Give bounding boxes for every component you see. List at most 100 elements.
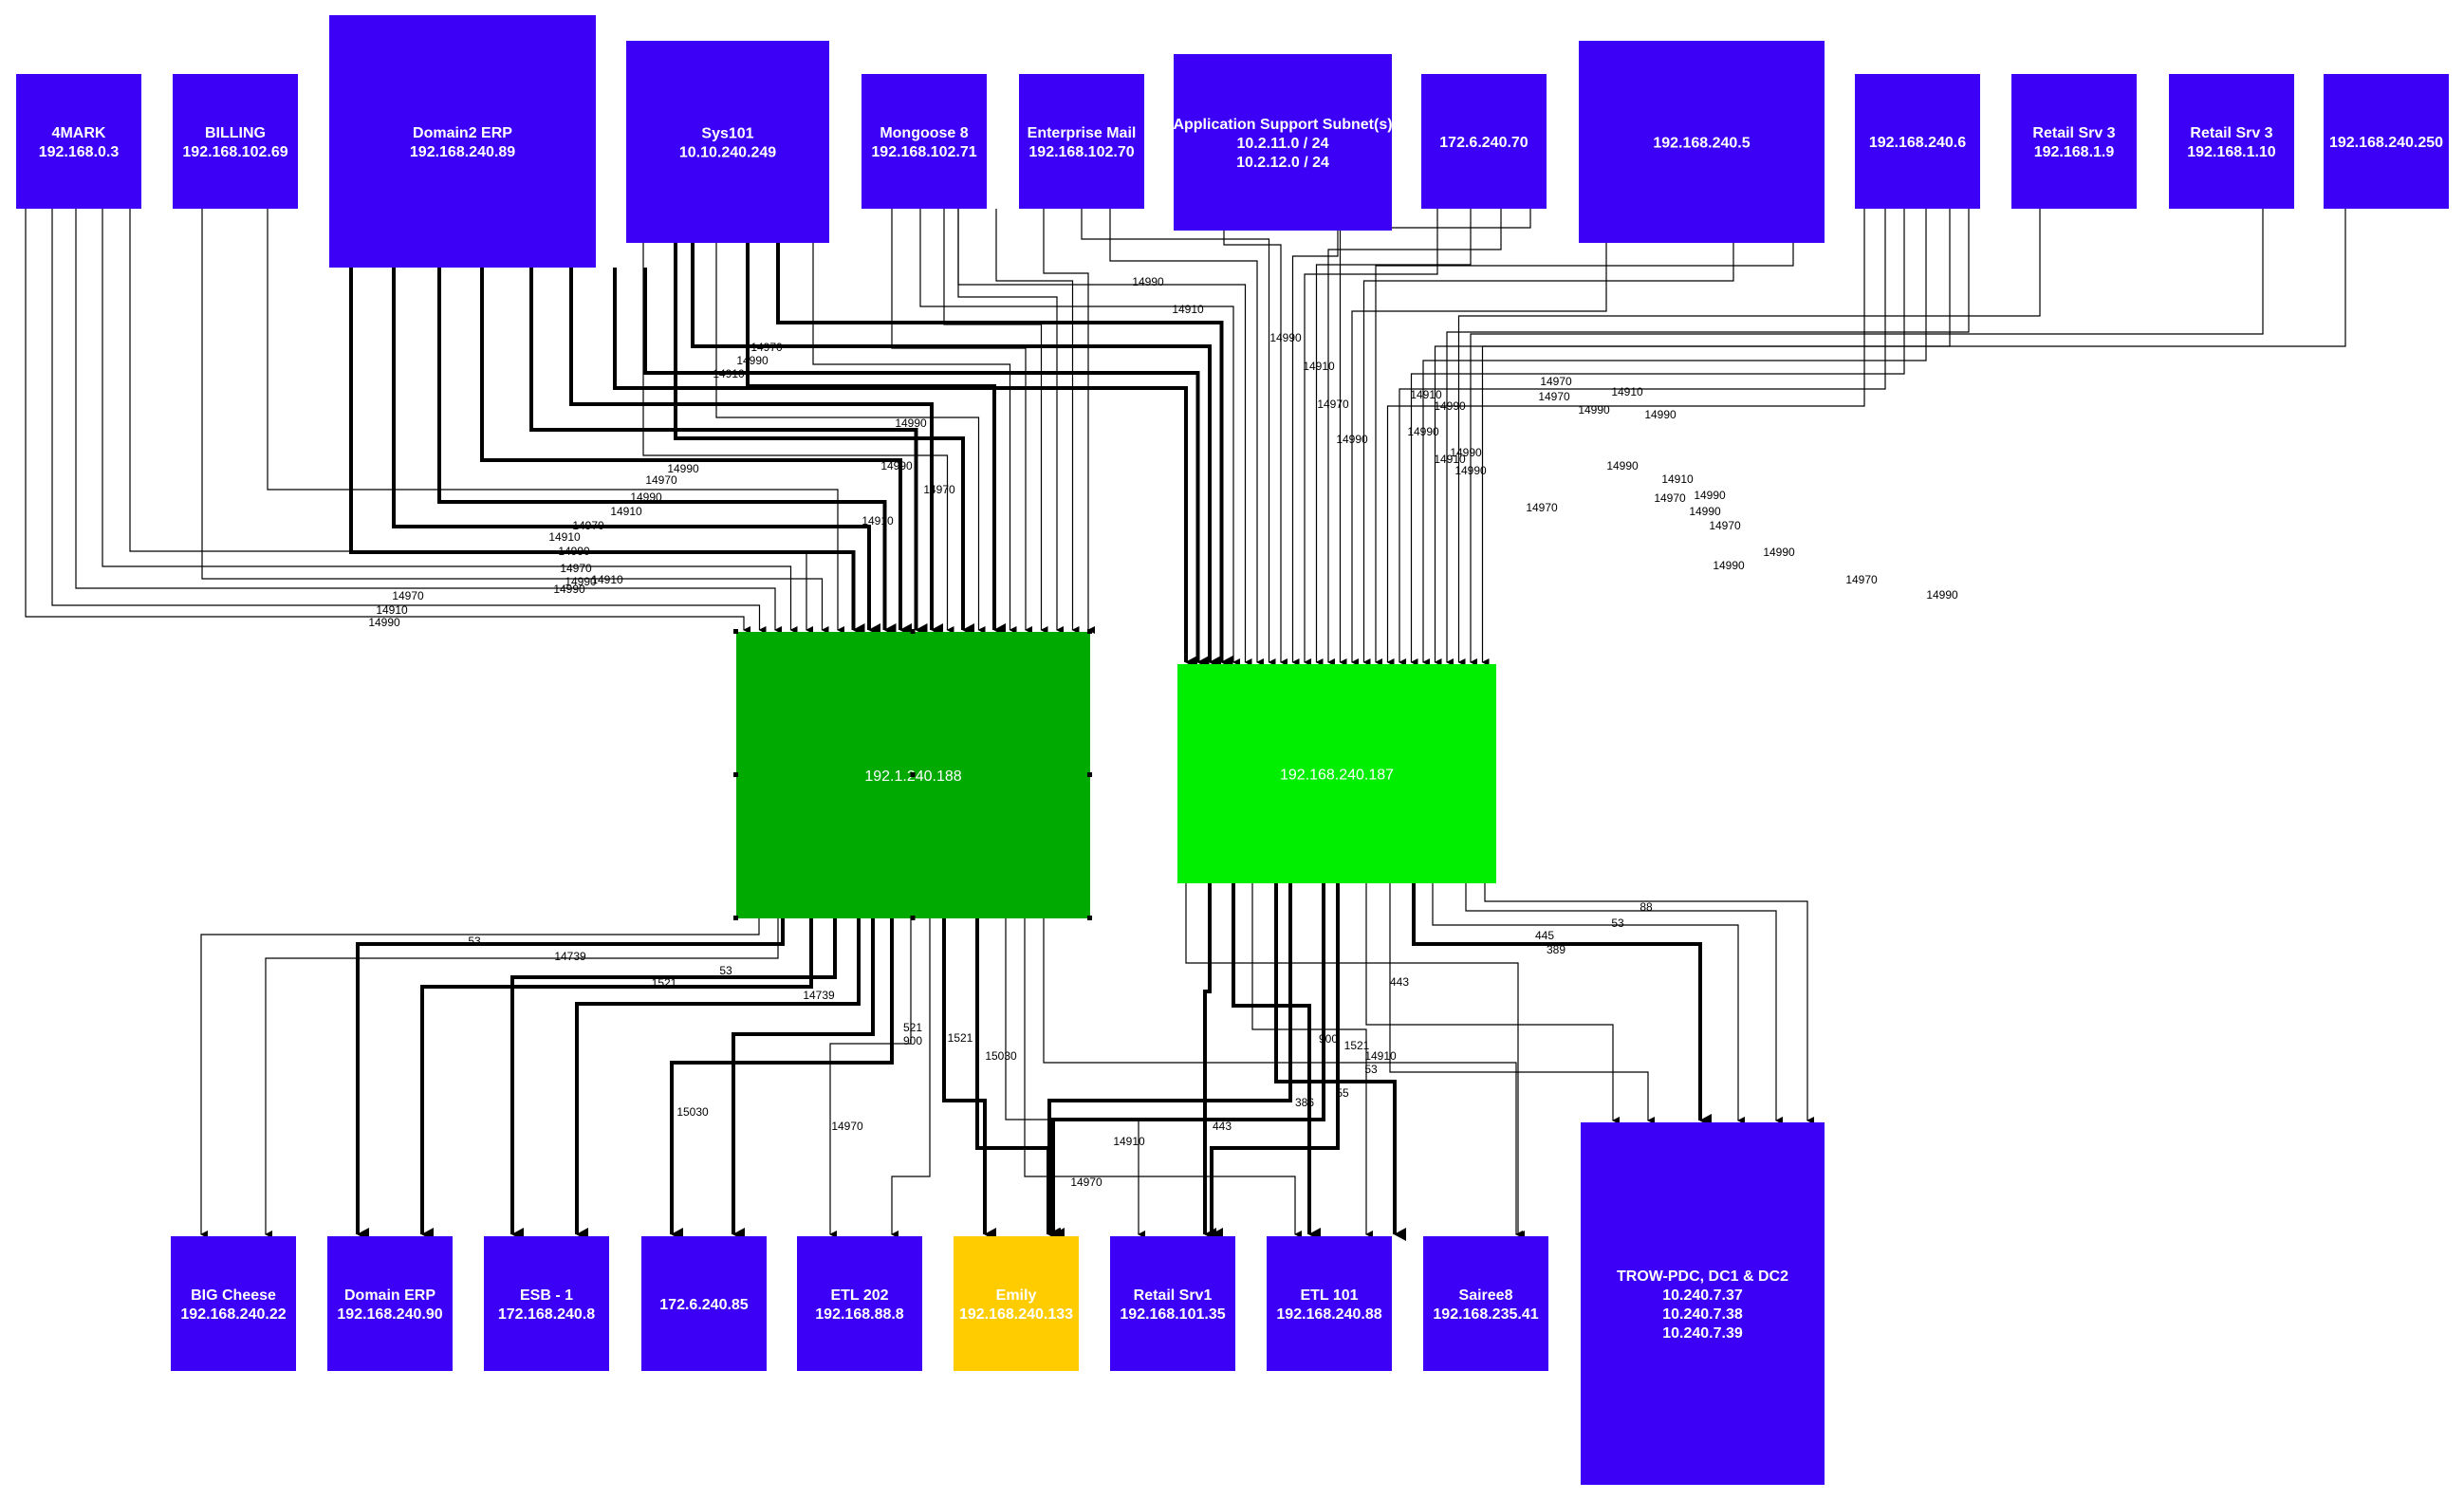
port-label: 14990 <box>1454 464 1487 477</box>
node-label: 192.168.1.9 <box>2034 144 2115 160</box>
selection-handle[interactable] <box>910 772 916 777</box>
source-node-n192-168-240-250[interactable]: 192.168.240.250 <box>2324 74 2449 209</box>
source-node-n172-6-240-70[interactable]: 172.6.240.70 <box>1421 74 1547 209</box>
node-label: 172.6.240.70 <box>1439 135 1528 151</box>
port-label: 1521 <box>948 1031 973 1045</box>
port-label: 386 <box>1295 1096 1314 1109</box>
port-label: 1521 <box>652 976 677 990</box>
connection-line <box>1484 883 1814 1124</box>
port-label: 14910 <box>861 514 894 528</box>
port-label: 14910 <box>548 530 581 544</box>
node-label: Domain ERP <box>344 1287 435 1304</box>
node-label: Application Support Subnet(s) <box>1173 117 1392 133</box>
connection-line <box>1081 209 1276 666</box>
selection-handle[interactable] <box>733 916 738 920</box>
connection-line <box>613 268 1197 669</box>
port-label: 14910 <box>1434 453 1466 466</box>
node-label: Retail Srv1 <box>1134 1287 1213 1304</box>
hub-right[interactable]: 192.168.240.187 <box>1177 664 1496 883</box>
connection-line <box>102 209 798 634</box>
selection-handle[interactable] <box>1087 916 1092 920</box>
connection-line <box>1232 883 1321 1241</box>
port-label: 14990 <box>1689 505 1721 518</box>
source-node-app-support[interactable]: Application Support Subnet(s) 10.2.11.0 /… <box>1173 54 1393 231</box>
port-label: 14970 <box>572 519 604 532</box>
connection-line <box>25 209 750 634</box>
port-label: 1521 <box>1344 1039 1370 1052</box>
port-label: 14990 <box>667 462 699 475</box>
port-label: 88 <box>1640 900 1653 914</box>
node-label: 10.2.11.0 / 24 <box>1237 136 1329 152</box>
connection-line <box>510 918 837 1241</box>
target-node-trow-pdc[interactable]: TROW-PDC, DC1 & DC210.240.7.3710.240.7.3… <box>1581 1122 1825 1485</box>
selection-handle[interactable] <box>910 916 916 920</box>
connection-line <box>1399 209 1886 666</box>
node-label: 192.168.102.71 <box>871 144 976 160</box>
connection-line <box>1274 883 1406 1241</box>
port-label: 55 <box>1336 1086 1349 1100</box>
target-node-etl-101[interactable]: ETL 101 192.168.240.88 <box>1267 1236 1392 1371</box>
port-label: 14910 <box>713 367 745 380</box>
node-label: Mongoose 8 <box>880 125 968 141</box>
connection-line <box>1047 883 1292 1241</box>
selection-handle[interactable] <box>1087 772 1092 777</box>
connection-line <box>643 268 1210 669</box>
connection-line <box>812 243 1017 634</box>
target-node-esb-1[interactable]: ESB - 1 172.168.240.8 <box>484 1236 609 1371</box>
node-label: 192.168.240.88 <box>1276 1306 1381 1323</box>
source-node-n192-168-240-6[interactable]: 192.168.240.6 <box>1855 74 1980 209</box>
node-label: 10.240.7.38 <box>1662 1306 1743 1323</box>
connection-line <box>1315 209 1472 666</box>
node-label: BIG Cheese <box>191 1287 276 1304</box>
port-label: 14970 <box>1317 398 1349 411</box>
port-label: 443 <box>1390 975 1409 989</box>
node-label: Emily <box>996 1287 1037 1304</box>
selection-handle[interactable] <box>1087 629 1092 634</box>
port-label: 53 <box>468 935 481 948</box>
connection-line <box>420 918 813 1241</box>
hub-label: 192.168.240.187 <box>1280 768 1394 784</box>
connection-line <box>829 918 912 1238</box>
port-label: 15030 <box>985 1049 1017 1063</box>
node-label: ETL 101 <box>1300 1287 1358 1304</box>
port-label: 389 <box>1547 943 1565 956</box>
connection-line <box>942 918 996 1241</box>
connection-line <box>1481 209 2346 666</box>
port-label: 14990 <box>1450 446 1482 459</box>
source-node-n192-168-240-5[interactable]: 192.168.240.5 <box>1579 41 1825 243</box>
selection-handle[interactable] <box>733 772 738 777</box>
target-node-n172-6-240-85[interactable]: 172.6.240.85 <box>641 1236 767 1371</box>
port-label: 53 <box>1611 917 1624 930</box>
port-label: 14990 <box>1926 588 1958 602</box>
source-node-mongoose[interactable]: Mongoose 8 192.168.102.71 <box>861 74 987 209</box>
port-label: 14910 <box>376 603 408 617</box>
connection-line <box>1291 231 1339 666</box>
node-label: ESB - 1 <box>520 1287 573 1304</box>
selection-handle[interactable] <box>733 629 738 634</box>
node-label: Enterprise Mail <box>1028 125 1137 141</box>
port-label: 53 <box>1364 1063 1378 1076</box>
selection-handle[interactable] <box>910 629 916 634</box>
port-label: 14970 <box>645 473 677 487</box>
port-label: 14990 <box>1644 408 1677 421</box>
connection-line <box>1465 883 1783 1124</box>
node-label: 172.168.240.8 <box>498 1306 595 1323</box>
node-label: 10.240.7.39 <box>1662 1325 1743 1342</box>
port-label: 14990 <box>1763 546 1795 559</box>
connection-line <box>975 918 1060 1241</box>
node-label: 10.240.7.37 <box>1662 1287 1743 1304</box>
node-label: 10.2.12.0 / 24 <box>1236 155 1329 171</box>
